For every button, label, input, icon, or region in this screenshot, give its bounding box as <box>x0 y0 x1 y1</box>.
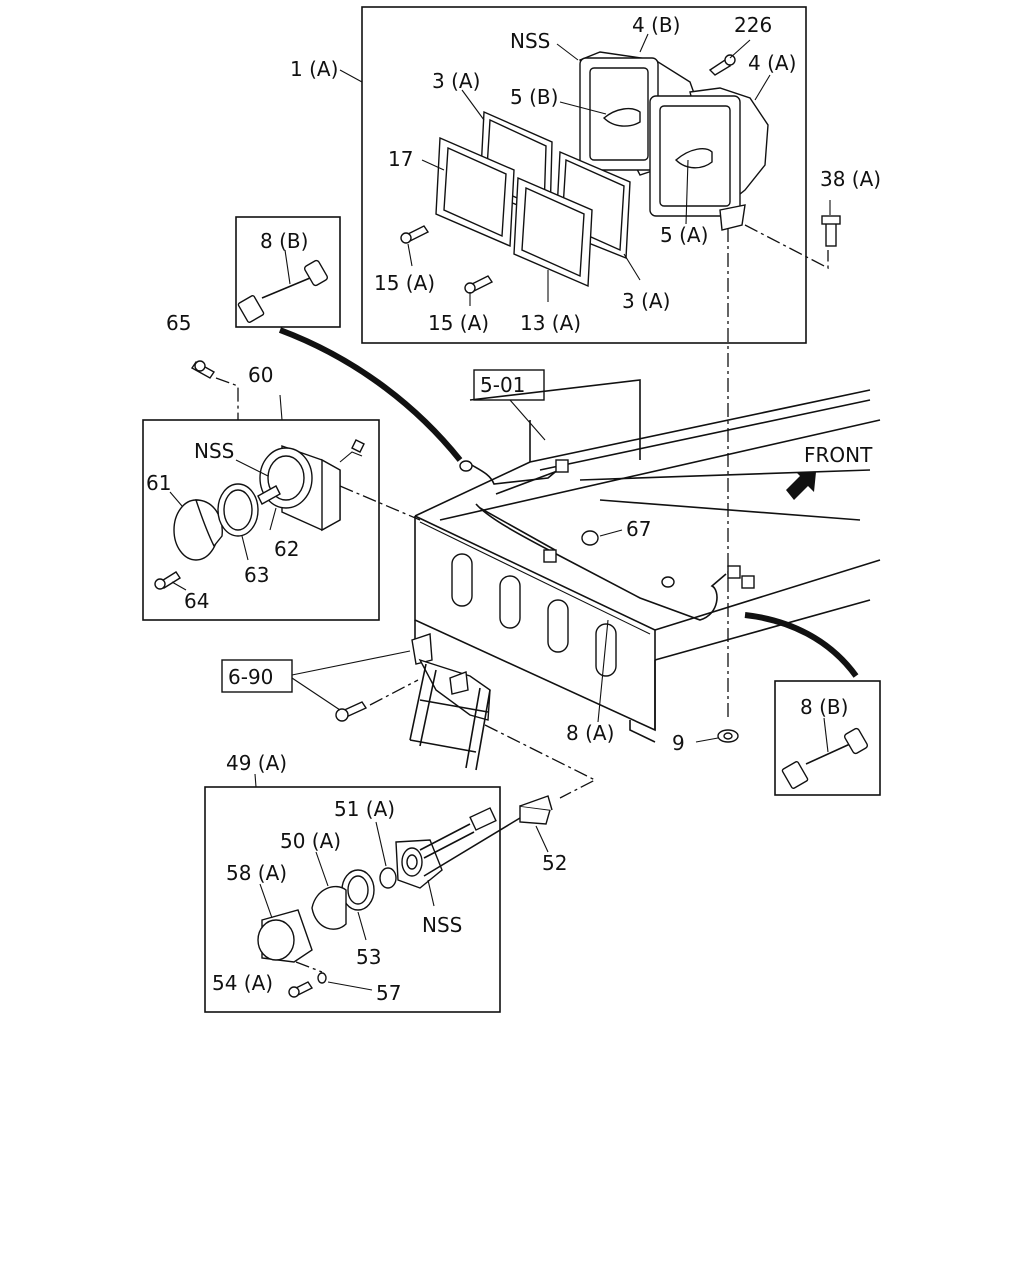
label-17: 17 <box>388 147 413 171</box>
label-226: 226 <box>734 13 772 37</box>
label-8b-top: 8 (B) <box>260 229 308 253</box>
label-50a: 50 (A) <box>280 829 341 853</box>
bezel-13a <box>513 176 593 288</box>
lamp-housing-4a <box>649 87 769 231</box>
label-54a: 54 (A) <box>212 971 273 995</box>
reference-arrow-top <box>278 327 463 462</box>
label-49a: 49 (A) <box>226 751 287 775</box>
bracket-6-90 <box>409 633 491 771</box>
gasket-63 <box>217 483 259 537</box>
label-61: 61 <box>146 471 171 495</box>
cover-58a <box>257 909 313 963</box>
label-3a-top: 3 (A) <box>432 69 480 93</box>
label-38a: 38 (A) <box>820 167 881 191</box>
side-marker-lamp-box <box>142 419 380 621</box>
screw-15a-left <box>400 225 430 244</box>
harness-8a <box>459 459 755 621</box>
rear-bumper-frame <box>414 379 881 743</box>
connector-8b-box-top <box>235 216 341 328</box>
front-direction-indicator: FRONT <box>786 443 873 500</box>
label-nss-bottom: NSS <box>422 913 462 937</box>
label-62: 62 <box>274 537 299 561</box>
ref-5-01[interactable]: 5-01 <box>480 373 525 397</box>
front-label: FRONT <box>804 443 873 467</box>
bolt-226 <box>708 54 736 76</box>
label-8b-right: 8 (B) <box>800 695 848 719</box>
bolt-65 <box>190 360 216 379</box>
ref-6-90-box[interactable] <box>221 659 293 693</box>
label-4a: 4 (A) <box>748 51 796 75</box>
bezel-17 <box>435 136 515 248</box>
label-5b: 5 (B) <box>510 85 558 109</box>
screw-54a <box>288 981 314 998</box>
lamp-base-60 <box>257 439 365 532</box>
washer-57 <box>317 972 327 984</box>
clearance-lamp-box <box>204 786 501 1013</box>
label-65: 65 <box>166 311 191 335</box>
connector-8b-top <box>237 259 329 323</box>
label-8a: 8 (A) <box>566 721 614 745</box>
reference-arrow-right <box>744 612 859 678</box>
label-nss-mid: NSS <box>194 439 234 463</box>
label-4b: 4 (B) <box>632 13 680 37</box>
screw-15a-right <box>464 275 494 294</box>
label-9: 9 <box>672 731 685 755</box>
ref-5-01-box[interactable] <box>473 369 545 401</box>
lens-61 <box>173 499 223 561</box>
label-13a: 13 (A) <box>520 311 581 335</box>
screw-64 <box>154 571 181 590</box>
gasket-53 <box>341 869 375 911</box>
bolt-38a <box>821 215 841 247</box>
socket-nss <box>395 807 521 889</box>
nut-9 <box>717 729 739 743</box>
label-67: 67 <box>626 517 651 541</box>
bulb-51a <box>379 867 397 889</box>
label-15a-left: 15 (A) <box>374 271 435 295</box>
label-53: 53 <box>356 945 381 969</box>
label-60: 60 <box>248 363 273 387</box>
label-64: 64 <box>184 589 209 613</box>
label-15a-right: 15 (A) <box>428 311 489 335</box>
connector-8b-right <box>781 727 869 789</box>
bolt-6-90 <box>335 701 368 722</box>
connector-52 <box>519 795 553 825</box>
label-57: 57 <box>376 981 401 1005</box>
label-1a: 1 (A) <box>290 57 338 81</box>
clip-67 <box>581 530 599 546</box>
label-52: 52 <box>542 851 567 875</box>
label-5a: 5 (A) <box>660 223 708 247</box>
lens-50a <box>311 885 347 930</box>
label-58a: 58 (A) <box>226 861 287 885</box>
headlamp-assembly-box <box>361 6 807 344</box>
label-nss-top: NSS <box>510 29 550 53</box>
connector-8b-box-right <box>774 680 881 796</box>
ref-6-90[interactable]: 6-90 <box>228 665 273 689</box>
label-3a-bottom: 3 (A) <box>622 289 670 313</box>
label-51a: 51 (A) <box>334 797 395 821</box>
label-63: 63 <box>244 563 269 587</box>
